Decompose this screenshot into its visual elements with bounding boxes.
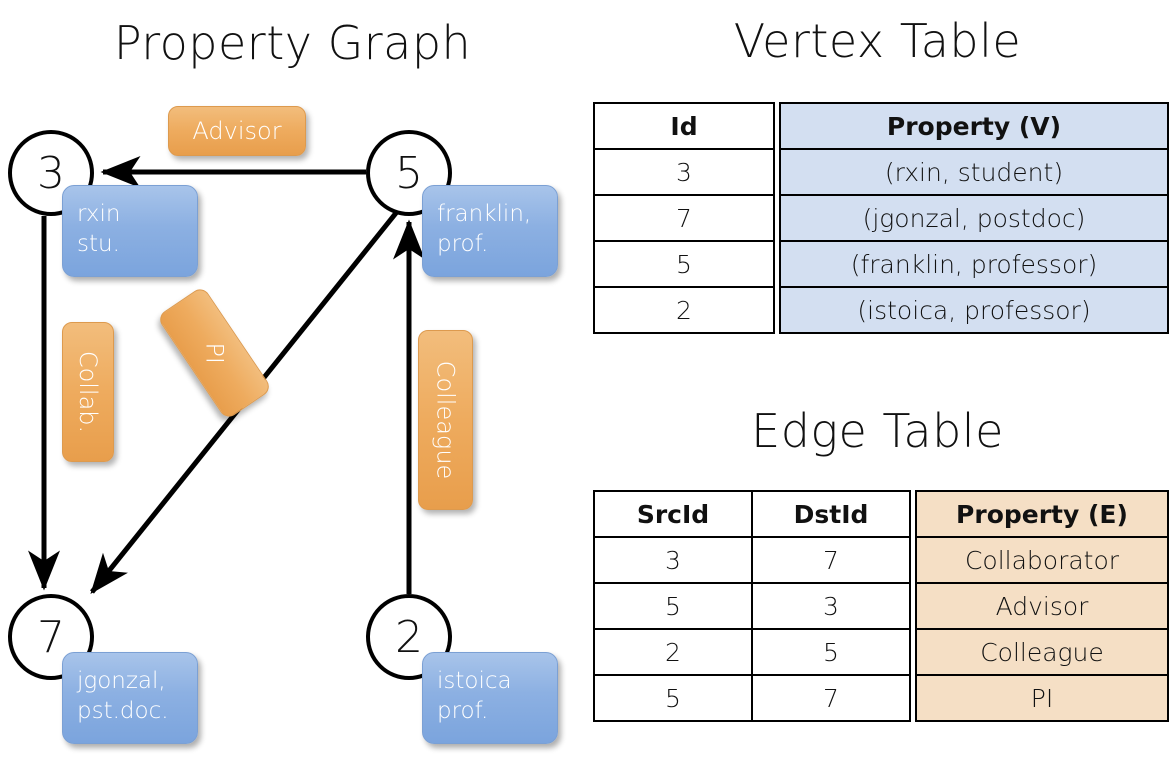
edge-table-header-property: Property (E) (915, 490, 1169, 538)
table-row: 5 3 Advisor (593, 582, 1169, 630)
column-gap (774, 103, 780, 149)
edge-cell-srcid: 5 (593, 582, 753, 630)
table-row: 7 (jgonzal, postdoc) (593, 194, 1169, 242)
edge-label-box-colleague: Colleague (418, 330, 473, 510)
table-header-row: Id Property (V) (593, 102, 1169, 150)
vertex-property-line: jgonzal, (77, 668, 166, 694)
column-gap (774, 149, 780, 195)
table-header-row: SrcId DstId Property (E) (593, 490, 1169, 538)
vertex-table-header-id: Id (593, 102, 775, 150)
edge-table: SrcId DstId Property (E) 3 7 Collaborato… (593, 490, 1169, 722)
edge-label-text: Advisor (192, 117, 282, 145)
vertex-property-box-3: rxin stu. (62, 185, 198, 277)
table-row: 5 (franklin, professor) (593, 240, 1169, 288)
vertex-property-box-2: istoica prof. (422, 652, 558, 744)
vertex-table: Id Property (V) 3 (rxin, student) 7 (jgo… (593, 102, 1169, 334)
edge-cell-srcid: 3 (593, 536, 753, 584)
property-graph-diagram: 3 5 7 2 rxin stu. franklin, prof. jgonza… (8, 106, 558, 744)
edge-cell-property: Advisor (915, 582, 1169, 630)
page-title-edge-table: Edge Table (751, 404, 1004, 458)
graph-node-2[interactable]: 2 (366, 594, 452, 680)
vertex-property-line: franklin, (437, 201, 532, 227)
column-gap (910, 583, 916, 629)
vertex-property-box-7: jgonzal, pst.doc. (62, 652, 198, 744)
edge-table-header-srcid: SrcId (593, 490, 753, 538)
edge-label-text: PI (200, 342, 229, 364)
column-gap (774, 287, 780, 333)
vertex-cell-property: (rxin, student) (779, 148, 1169, 196)
table-row: 5 7 PI (593, 674, 1169, 722)
column-gap (910, 675, 916, 721)
table-row: 2 (istoica, professor) (593, 286, 1169, 334)
vertex-cell-property: (istoica, professor) (779, 286, 1169, 334)
column-gap (910, 537, 916, 583)
page-title-vertex-table: Vertex Table (733, 14, 1022, 68)
edge-table-header-dstid: DstId (751, 490, 911, 538)
edge-label-box-collab: Collab. (62, 322, 114, 462)
vertex-property-line: prof. (437, 231, 489, 257)
vertex-table-header-property: Property (V) (779, 102, 1169, 150)
edge-cell-dstid: 7 (751, 536, 911, 584)
table-row: 3 7 Collaborator (593, 536, 1169, 584)
vertex-property-line: istoica (437, 668, 512, 694)
column-gap (910, 629, 916, 675)
vertex-cell-id: 7 (593, 194, 775, 242)
edge-label-text: Colleague (431, 360, 460, 480)
edge-cell-property: PI (915, 674, 1169, 722)
edge-label-box-advisor: Advisor (168, 106, 306, 156)
vertex-property-line: prof. (437, 698, 489, 724)
vertex-cell-id: 3 (593, 148, 775, 196)
table-row: 2 5 Colleague (593, 628, 1169, 676)
vertex-property-box-5: franklin, prof. (422, 185, 558, 277)
page-title-property-graph: Property Graph (113, 16, 472, 70)
graph-node-5[interactable]: 5 (366, 130, 452, 216)
edge-label-text: Collab. (74, 350, 103, 434)
edge-cell-dstid: 5 (751, 628, 911, 676)
edge-cell-srcid: 5 (593, 674, 753, 722)
edge-cell-dstid: 3 (751, 582, 911, 630)
vertex-property-line: pst.doc. (77, 698, 169, 724)
edge-cell-dstid: 7 (751, 674, 911, 722)
column-gap (774, 195, 780, 241)
column-gap (774, 241, 780, 287)
table-row: 3 (rxin, student) (593, 148, 1169, 196)
vertex-cell-property: (franklin, professor) (779, 240, 1169, 288)
vertex-cell-property: (jgonzal, postdoc) (779, 194, 1169, 242)
vertex-property-line: stu. (77, 231, 120, 257)
vertex-property-line: rxin (77, 201, 121, 227)
vertex-cell-id: 5 (593, 240, 775, 288)
edge-cell-property: Colleague (915, 628, 1169, 676)
column-gap (910, 491, 916, 537)
edge-cell-property: Collaborator (915, 536, 1169, 584)
vertex-cell-id: 2 (593, 286, 775, 334)
edge-cell-srcid: 2 (593, 628, 753, 676)
